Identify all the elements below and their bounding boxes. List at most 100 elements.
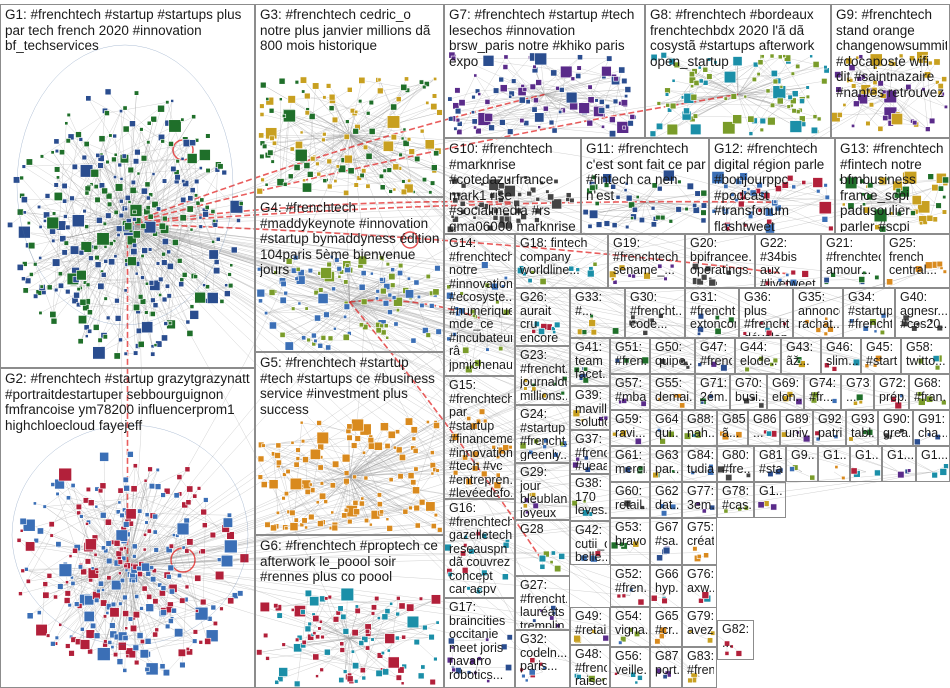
node[interactable] [472,215,477,220]
node[interactable] [538,554,547,563]
node[interactable] [335,164,340,169]
node[interactable] [676,393,682,399]
node[interactable] [103,259,109,264]
node[interactable] [239,553,250,563]
node[interactable] [379,255,385,261]
node[interactable] [902,314,910,322]
node[interactable] [85,282,91,288]
node[interactable] [430,523,437,529]
node[interactable] [937,90,943,96]
node[interactable] [36,527,44,535]
node[interactable] [39,154,45,159]
node[interactable] [805,85,810,90]
node[interactable] [805,94,810,99]
node[interactable] [162,669,170,677]
node[interactable] [53,182,59,188]
node[interactable] [32,501,37,506]
node[interactable] [63,240,69,246]
node[interactable] [256,267,262,272]
node[interactable] [448,116,454,122]
node[interactable] [582,209,589,216]
node[interactable] [230,246,238,254]
node[interactable] [700,209,707,216]
node[interactable] [664,670,672,678]
node[interactable] [140,254,145,258]
node[interactable] [471,118,478,125]
node[interactable] [293,680,301,688]
node[interactable] [927,173,934,180]
node[interactable] [81,154,88,161]
node[interactable] [332,460,340,468]
node[interactable] [650,221,657,228]
node[interactable] [589,314,594,319]
node[interactable] [139,639,145,645]
node[interactable] [570,76,576,82]
node[interactable] [588,675,596,683]
node[interactable] [779,85,784,89]
node[interactable] [102,614,108,619]
node[interactable] [628,627,634,633]
node[interactable] [484,99,491,105]
node[interactable] [96,217,103,224]
node[interactable] [96,588,101,594]
node[interactable] [141,562,150,572]
node[interactable] [734,198,739,203]
node[interactable] [189,310,199,320]
node[interactable] [343,478,350,485]
node[interactable] [912,120,918,126]
node[interactable] [465,477,473,486]
node[interactable] [789,278,798,287]
node[interactable] [400,188,408,195]
node[interactable] [125,647,136,659]
node[interactable] [398,602,406,610]
node[interactable] [412,486,420,495]
node[interactable] [697,362,703,367]
node[interactable] [611,222,618,229]
node[interactable] [374,595,380,602]
node[interactable] [404,289,415,299]
node[interactable] [136,171,141,176]
node[interactable] [659,358,667,365]
node[interactable] [531,329,536,334]
node[interactable] [865,120,871,127]
node[interactable] [331,524,339,532]
node[interactable] [816,116,822,122]
node[interactable] [25,578,31,584]
node[interactable] [141,247,148,254]
node[interactable] [589,184,596,191]
node[interactable] [918,398,926,406]
node[interactable] [631,319,637,325]
node[interactable] [105,611,110,615]
node[interactable] [590,554,598,563]
node[interactable] [157,104,165,113]
node[interactable] [413,466,419,472]
node[interactable] [498,76,504,83]
node[interactable] [651,182,658,189]
node[interactable] [106,575,112,581]
node[interactable] [700,217,707,224]
node[interactable] [634,437,642,445]
node[interactable] [358,322,364,328]
node[interactable] [790,269,796,276]
node[interactable] [281,496,286,501]
node[interactable] [173,492,180,499]
node[interactable] [697,326,704,333]
node[interactable] [381,613,389,621]
node[interactable] [723,508,729,514]
node[interactable] [268,479,279,490]
node[interactable] [375,669,383,677]
node[interactable] [19,517,27,525]
node[interactable] [728,316,735,323]
node[interactable] [150,115,157,123]
node[interactable] [559,441,565,447]
node[interactable] [126,235,137,246]
node[interactable] [200,548,206,555]
node[interactable] [189,187,196,194]
node[interactable] [531,106,538,113]
node[interactable] [484,282,490,288]
node[interactable] [425,100,430,105]
node[interactable] [370,271,374,276]
node[interactable] [184,584,190,590]
node[interactable] [463,535,468,540]
node[interactable] [459,200,466,207]
